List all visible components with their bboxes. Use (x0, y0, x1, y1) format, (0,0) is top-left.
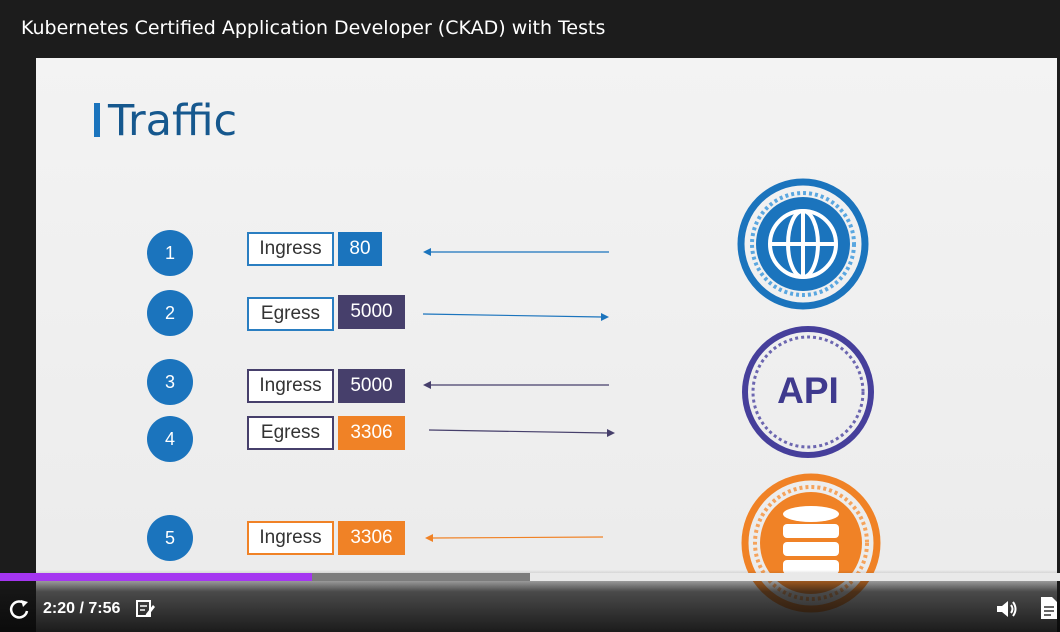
rule-number-2: 2 (147, 290, 193, 336)
arrow-1 (423, 248, 609, 256)
traffic-arrows (422, 248, 615, 542)
title-bar: Kubernetes Certified Application Develop… (0, 0, 1060, 58)
rule-type-1: Ingress (247, 232, 334, 266)
rule-type-4: Egress (247, 416, 334, 450)
course-title: Kubernetes Certified Application Develop… (21, 17, 606, 39)
left-letterbox (0, 58, 36, 632)
title-accent-bar (94, 103, 100, 137)
api-label: API (777, 370, 839, 411)
rule-port-5: 3306 (338, 521, 405, 555)
arrow-2 (422, 313, 609, 321)
rule-port-2: 5000 (338, 295, 405, 329)
slide-title: Traffic (94, 96, 237, 146)
progress-track[interactable] (0, 573, 1060, 581)
rule-number-5: 5 (147, 515, 193, 561)
transcript-icon[interactable] (1040, 596, 1058, 620)
api-icon (742, 326, 874, 458)
slide-title-text: Traffic (108, 96, 238, 146)
rule-number-3: 3 (147, 359, 193, 405)
globe-icon (737, 178, 869, 310)
rule-port-3: 5000 (338, 369, 405, 403)
note-icon[interactable] (136, 600, 156, 618)
replay-icon[interactable] (8, 598, 30, 620)
rule-type-2: Egress (247, 297, 334, 331)
rule-number-4: 4 (147, 416, 193, 462)
rule-number-1: 1 (147, 230, 193, 276)
right-letterbox (1057, 58, 1060, 632)
video-slide[interactable]: Traffic 1 Ingress 80 2 Egress 5000 3 Ing… (36, 58, 1057, 632)
rule-port-4: 3306 (338, 416, 405, 450)
arrow-3 (423, 381, 609, 389)
volume-icon[interactable] (995, 598, 1019, 620)
arrow-4 (428, 429, 615, 437)
rule-type-3: Ingress (247, 369, 334, 403)
time-display: 2:20 / 7:56 (43, 600, 121, 617)
rule-port-1: 80 (338, 232, 382, 266)
arrow-5 (425, 534, 604, 542)
progress-played[interactable] (0, 573, 312, 581)
rule-type-5: Ingress (247, 521, 334, 555)
